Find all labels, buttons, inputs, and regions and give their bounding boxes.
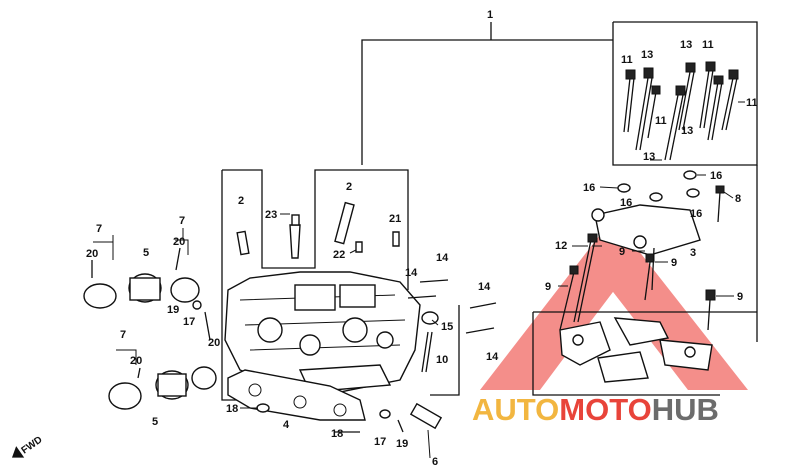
label-20c: 20 [130,355,142,367]
label-7a: 7 [96,223,102,235]
label-2b: 2 [346,181,352,193]
label-11a: 11 [621,54,633,66]
label-11d: 11 [746,97,758,109]
label-5b: 5 [152,416,158,428]
label-22: 22 [333,249,345,261]
label-5a: 5 [143,247,149,259]
label-16b: 16 [583,182,595,194]
label-17a: 17 [183,316,195,328]
label-21: 21 [389,213,401,225]
label-16c: 16 [620,197,632,209]
label-14d: 14 [486,351,499,363]
label-17b: 17 [374,436,386,448]
fwd-label: FWD [20,434,45,456]
dowel-pins [256,279,497,433]
label-11c: 11 [655,115,667,127]
label-20d: 20 [208,337,220,349]
label-7b: 7 [179,215,185,227]
label-4: 4 [283,419,290,431]
label-13b: 13 [680,39,692,51]
label-9c: 9 [545,281,551,293]
fwd-arrow: FWD [11,434,45,458]
label-20b: 20 [173,236,185,248]
label-14a: 14 [436,252,449,264]
label-11b: 11 [702,39,714,51]
watermark-text: AUTOMOTOHUB [472,392,719,427]
head-cover-pieces [236,201,400,259]
watermark-logo: AUTOMOTOHUB [472,392,719,427]
label-14b: 14 [405,267,418,279]
label-15: 15 [441,321,453,333]
intake-insulators [83,228,217,410]
label-10: 10 [436,354,448,366]
watermark-moto: MOTO [559,392,651,427]
leader-lines [240,174,734,459]
label-6: 6 [432,456,438,468]
head-bolts-set [623,61,745,161]
label-2a: 2 [238,195,244,207]
watermark-hub: HUB [652,392,719,427]
label-16a: 16 [710,170,722,182]
rocker-arm-group [559,170,725,331]
label-13c: 13 [681,125,693,137]
label-20a: 20 [86,248,98,260]
label-16d: 16 [690,208,702,220]
label-19a: 19 [167,304,179,316]
label-8: 8 [735,193,741,205]
label-18b: 18 [331,428,343,440]
label-19b: 19 [396,438,408,450]
label-13d: 13 [643,151,655,163]
label-12: 12 [555,240,567,252]
label-3: 3 [690,247,696,259]
label-13a: 13 [641,49,653,61]
label-7c: 7 [120,329,126,341]
lower-rocker-parts [559,317,713,383]
label-18a: 18 [226,403,238,415]
part-labels: 1 2 2 3 4 5 5 6 7 7 7 8 9 9 9 9 10 11 11… [86,9,758,468]
label-9b: 9 [671,257,677,269]
label-9d: 9 [737,291,743,303]
label-1: 1 [487,9,493,21]
label-23: 23 [265,209,277,221]
watermark-auto: AUTO [472,392,559,427]
label-14c: 14 [478,281,491,293]
label-9a: 9 [619,246,625,258]
